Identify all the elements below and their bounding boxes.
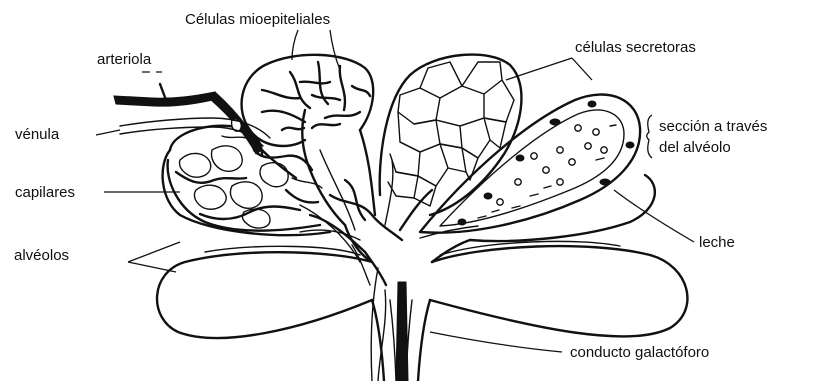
label-seccion-2: del alvéolo xyxy=(659,139,731,156)
sectioned-alveolus xyxy=(420,95,640,233)
section-brace xyxy=(647,115,652,158)
label-conducto: conducto galactóforo xyxy=(570,344,709,361)
label-venula: vénula xyxy=(15,126,60,143)
label-leche: leche xyxy=(699,234,735,251)
secretory-alveolus xyxy=(380,55,522,215)
label-seccion-1: sección a través xyxy=(659,118,767,135)
label-capilares: capilares xyxy=(15,184,75,201)
label-arteriola: arteriola xyxy=(97,51,152,68)
label-secretoras: células secretoras xyxy=(575,39,696,56)
label-alveolos: alvéolos xyxy=(14,247,69,264)
capillary-alveolus xyxy=(168,126,322,231)
myoepithelial-alveolus xyxy=(242,55,374,146)
label-mioepiteliales: Células mioepiteliales xyxy=(185,11,330,28)
